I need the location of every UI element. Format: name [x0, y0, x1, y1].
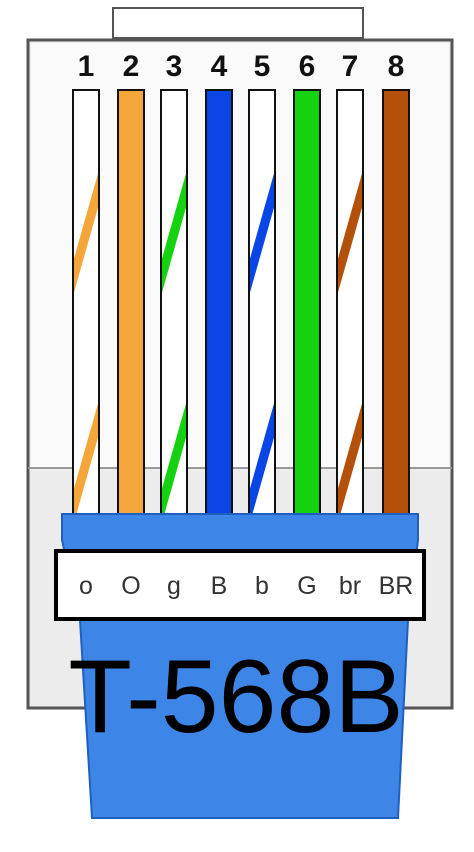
contact-area: [31, 43, 449, 468]
pin-number-7: 7: [342, 50, 359, 83]
wire-pin-5: [248, 89, 276, 526]
color-code-box: [54, 549, 426, 621]
color-code-1: o: [79, 572, 93, 600]
wire-stripe: [249, 400, 275, 526]
pin-number-2: 2: [123, 50, 140, 83]
color-code-2: O: [121, 572, 140, 600]
pin-number-6: 6: [299, 50, 316, 83]
wire-insulation: [205, 89, 233, 515]
pin-number-5: 5: [254, 50, 271, 83]
wire-pin-4: [205, 89, 233, 515]
connector-latch: [112, 7, 364, 39]
wire-pin-1: [72, 89, 100, 526]
color-code-3: g: [167, 572, 181, 600]
wire-pin-6: [293, 89, 321, 515]
wire-insulation: [382, 89, 410, 515]
wire-insulation: [293, 89, 321, 515]
wire-stripe: [337, 170, 363, 296]
color-code-6: G: [297, 572, 316, 600]
wire-pin-8: [382, 89, 410, 515]
color-code-7: br: [339, 572, 361, 600]
wire-pin-3: [160, 89, 188, 526]
wire-stripe: [161, 170, 187, 296]
wire-pin-7: [336, 89, 364, 526]
wire-pin-2: [117, 89, 145, 515]
wire-stripe: [337, 400, 363, 526]
pin-number-8: 8: [388, 50, 405, 83]
pin-number-1: 1: [78, 50, 95, 83]
wire-insulation: [117, 89, 145, 515]
wire-stripe: [161, 400, 187, 526]
wire-stripe: [73, 400, 99, 526]
pin-number-4: 4: [211, 50, 228, 83]
standard-label: T-568B: [68, 639, 403, 755]
color-code-5: b: [255, 572, 269, 600]
pin-number-3: 3: [166, 50, 183, 83]
color-code-4: B: [211, 572, 228, 600]
wire-stripe: [249, 170, 275, 296]
color-code-8: BR: [379, 572, 414, 600]
wire-stripe: [73, 170, 99, 296]
